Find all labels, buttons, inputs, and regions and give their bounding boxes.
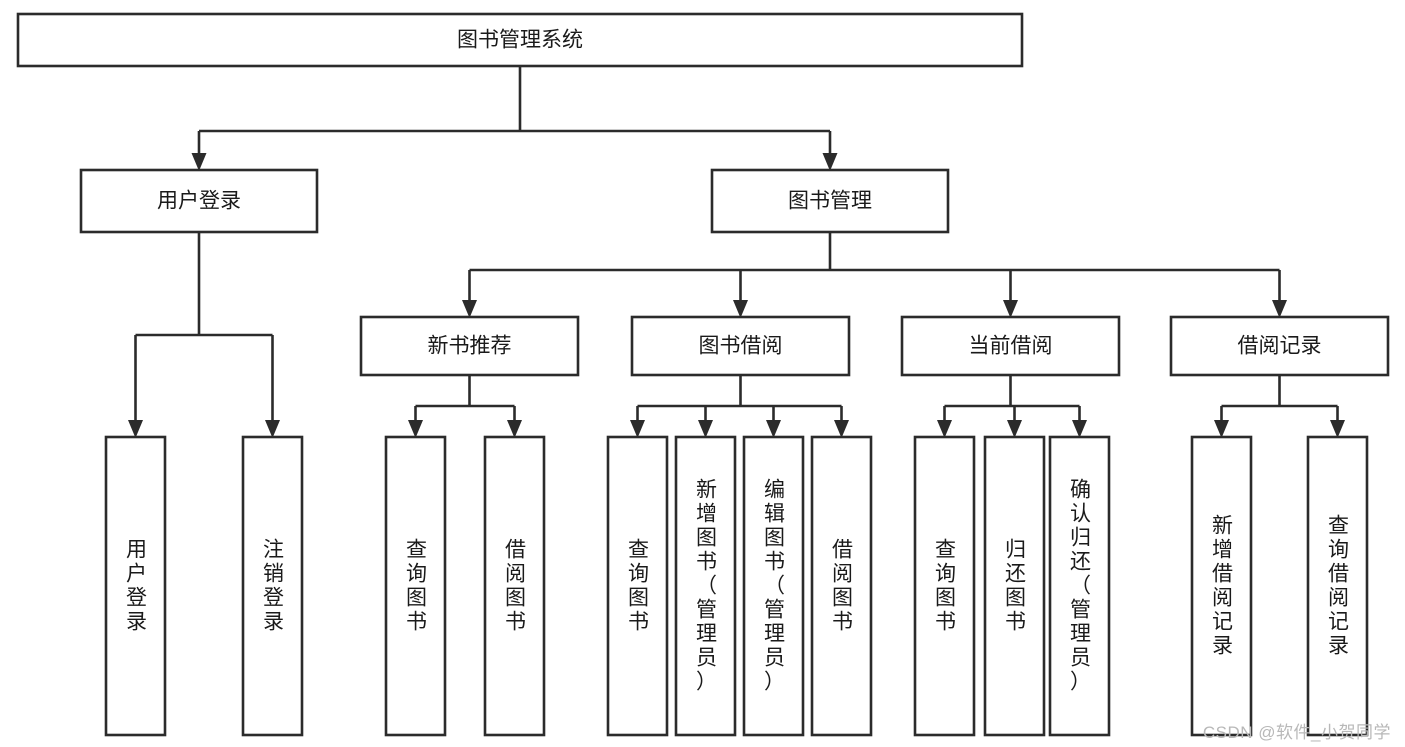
node-label-leaf-query-book-borrow: 查询图书 <box>628 539 649 634</box>
node-label-new-book-recommend: 新书推荐 <box>428 335 512 358</box>
arrow-head-leaf-add-book-admin <box>698 420 713 438</box>
node-user-login[interactable]: 用户登录 <box>79 168 319 234</box>
arrow-head-leaf-user-login <box>128 420 143 438</box>
arrow-head-leaf-return-book <box>1007 420 1022 438</box>
node-label-leaf-borrow-book-recommend: 借阅图书 <box>505 539 526 634</box>
node-label-leaf-edit-book-admin: 编辑图书（管理员） <box>764 479 785 694</box>
node-box-leaf-return-book[interactable] <box>983 435 1046 737</box>
node-leaf-query-book-current[interactable]: 查询图书 <box>913 435 976 737</box>
node-label-current-borrow: 当前借阅 <box>969 335 1053 358</box>
arrow-head-leaf-logout <box>265 420 280 438</box>
node-label-leaf-return-book: 归还图书 <box>1005 539 1026 634</box>
node-leaf-return-book[interactable]: 归还图书 <box>983 435 1046 737</box>
node-new-book-recommend[interactable]: 新书推荐 <box>359 315 580 377</box>
node-box-leaf-add-book-admin[interactable] <box>674 435 737 737</box>
node-box-leaf-query-book-current[interactable] <box>913 435 976 737</box>
arrow-head-leaf-borrow-book-recommend <box>507 420 522 438</box>
node-label-leaf-add-book-admin: 新增图书（管理员） <box>696 479 717 694</box>
node-box-leaf-query-borrow-record[interactable] <box>1306 435 1369 737</box>
node-label-leaf-query-book-recommend: 查询图书 <box>406 539 427 634</box>
node-leaf-add-book-admin[interactable]: 新增图书（管理员） <box>674 435 737 737</box>
node-label-borrow-record: 借阅记录 <box>1238 335 1322 358</box>
node-book-manage[interactable]: 图书管理 <box>710 168 950 234</box>
node-current-borrow[interactable]: 当前借阅 <box>900 315 1121 377</box>
node-borrow-record[interactable]: 借阅记录 <box>1169 315 1390 377</box>
arrow-head-leaf-add-borrow-record <box>1214 420 1229 438</box>
node-boxes: 图书管理系统用户登录图书管理新书推荐图书借阅当前借阅借阅记录用户登录注销登录查询… <box>16 12 1390 737</box>
arrow-head-user-login <box>191 153 207 171</box>
node-label-leaf-query-book-current: 查询图书 <box>935 539 956 634</box>
node-leaf-add-borrow-record[interactable]: 新增借阅记录 <box>1190 435 1253 737</box>
node-box-leaf-borrow-book[interactable] <box>810 435 873 737</box>
node-label-leaf-query-borrow-record: 查询借阅记录 <box>1328 515 1349 658</box>
node-box-user-login[interactable] <box>79 168 319 234</box>
node-box-borrow-record[interactable] <box>1169 315 1390 377</box>
node-leaf-user-login[interactable]: 用户登录 <box>104 435 167 737</box>
arrow-head-book-manage <box>822 153 838 171</box>
arrow-head-leaf-borrow-book <box>834 420 849 438</box>
node-leaf-query-borrow-record[interactable]: 查询借阅记录 <box>1306 435 1369 737</box>
arrow-head-new-book-recommend <box>462 300 477 318</box>
arrow-head-borrow-record <box>1272 300 1287 318</box>
node-label-root: 图书管理系统 <box>457 29 583 52</box>
node-label-book-borrow: 图书借阅 <box>699 335 783 358</box>
node-leaf-logout[interactable]: 注销登录 <box>241 435 304 737</box>
watermark-label: CSDN @软件_小贺同学 <box>1202 723 1391 742</box>
node-label-leaf-logout: 注销登录 <box>263 539 284 634</box>
node-box-book-borrow[interactable] <box>630 315 851 377</box>
node-box-new-book-recommend[interactable] <box>359 315 580 377</box>
node-root[interactable]: 图书管理系统 <box>16 12 1024 68</box>
arrow-head-leaf-query-borrow-record <box>1330 420 1345 438</box>
node-label-user-login: 用户登录 <box>157 190 241 213</box>
node-label-leaf-borrow-book: 借阅图书 <box>832 539 853 634</box>
node-leaf-query-book-recommend[interactable]: 查询图书 <box>384 435 447 737</box>
node-box-root[interactable] <box>16 12 1024 68</box>
node-label-book-manage: 图书管理 <box>788 190 872 213</box>
node-leaf-borrow-book[interactable]: 借阅图书 <box>810 435 873 737</box>
node-label-leaf-add-borrow-record: 新增借阅记录 <box>1212 515 1233 658</box>
node-box-leaf-confirm-return-admin[interactable] <box>1048 435 1111 737</box>
arrow-head-leaf-query-book-recommend <box>408 420 423 438</box>
arrow-head-book-borrow <box>733 300 748 318</box>
arrow-head-leaf-edit-book-admin <box>766 420 781 438</box>
node-box-leaf-add-borrow-record[interactable] <box>1190 435 1253 737</box>
node-box-leaf-user-login[interactable] <box>104 435 167 737</box>
node-box-current-borrow[interactable] <box>900 315 1121 377</box>
node-leaf-borrow-book-recommend[interactable]: 借阅图书 <box>483 435 546 737</box>
node-leaf-query-book-borrow[interactable]: 查询图书 <box>606 435 669 737</box>
arrow-head-leaf-query-book-borrow <box>630 420 645 438</box>
connector-lines <box>128 66 1345 438</box>
node-box-leaf-borrow-book-recommend[interactable] <box>483 435 546 737</box>
node-box-book-manage[interactable] <box>710 168 950 234</box>
node-book-borrow[interactable]: 图书借阅 <box>630 315 851 377</box>
node-box-leaf-logout[interactable] <box>241 435 304 737</box>
node-leaf-confirm-return-admin[interactable]: 确认归还（管理员） <box>1048 435 1111 737</box>
arrow-head-current-borrow <box>1003 300 1018 318</box>
node-box-leaf-query-book-borrow[interactable] <box>606 435 669 737</box>
node-leaf-edit-book-admin[interactable]: 编辑图书（管理员） <box>742 435 805 737</box>
node-box-leaf-query-book-recommend[interactable] <box>384 435 447 737</box>
node-label-leaf-user-login: 用户登录 <box>126 539 147 634</box>
node-box-leaf-edit-book-admin[interactable] <box>742 435 805 737</box>
node-label-leaf-confirm-return-admin: 确认归还（管理员） <box>1070 479 1091 694</box>
arrow-head-leaf-confirm-return-admin <box>1072 420 1087 438</box>
arrow-head-leaf-query-book-current <box>937 420 952 438</box>
